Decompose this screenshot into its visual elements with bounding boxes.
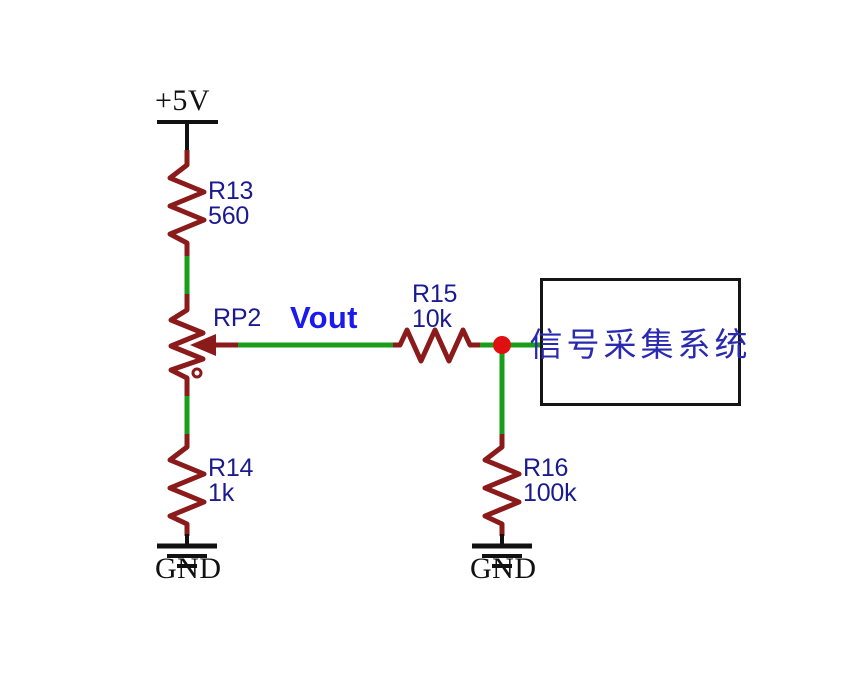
potentiometer-rp2 (168, 294, 240, 398)
ground-label-left: GND (155, 552, 222, 585)
resistor-r14-ref: R14 (208, 454, 254, 482)
resistor-r16-ref: R16 (523, 454, 569, 482)
wiper-pin-circle-icon (191, 367, 203, 379)
signal-acquisition-system-label: 信号采集系统 (529, 328, 752, 364)
resistor-r15 (393, 327, 482, 364)
signal-acquisition-system-block: 信号采集系统 (530, 278, 748, 406)
resistor-r13-ref: R13 (208, 177, 254, 205)
resistor-r16 (482, 434, 522, 536)
ground-symbol-left (157, 534, 217, 568)
potentiometer-rp2-ref: RP2 (213, 304, 262, 332)
resistor-r13 (167, 150, 207, 258)
resistor-r14-value: 1k (208, 479, 235, 507)
ground-symbol-right (472, 534, 532, 568)
resistor-r15-value: 10k (412, 305, 452, 333)
power-rail-symbol (157, 120, 218, 152)
junction-dot (493, 336, 511, 354)
vout-net-label: Vout (290, 300, 358, 335)
resistor-r13-value: 560 (208, 202, 250, 230)
power-rail-label: +5V (155, 84, 211, 117)
resistor-r15-ref: R15 (412, 280, 458, 308)
wiper-arrow-icon (190, 334, 216, 356)
resistor-r14 (167, 434, 207, 536)
resistor-r16-value: 100k (523, 479, 577, 507)
ground-label-right: GND (470, 552, 537, 585)
